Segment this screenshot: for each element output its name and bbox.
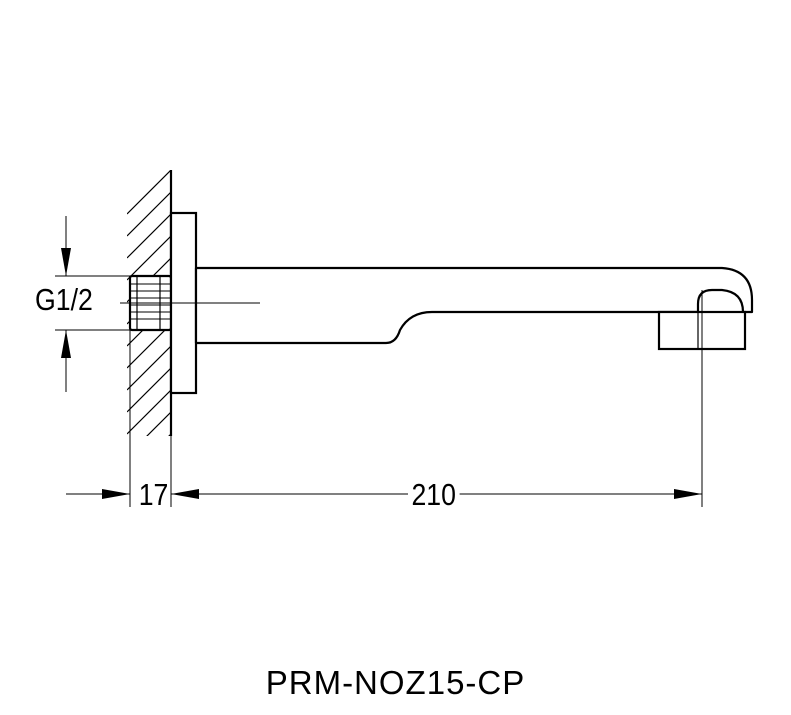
spout-length-label: 210 — [408, 479, 460, 510]
thread-arrow-down — [61, 248, 71, 276]
wall-thickness-label: 17 — [137, 477, 171, 512]
model-code: PRM-NOZ15-CP — [265, 664, 526, 701]
dim210-arrow-left — [171, 489, 199, 499]
dim210-arrow-right — [674, 489, 702, 499]
thread-size-label: G1/2 — [35, 282, 93, 317]
thread-arrow-up — [61, 330, 71, 358]
dim17-arrow-right — [102, 489, 130, 499]
